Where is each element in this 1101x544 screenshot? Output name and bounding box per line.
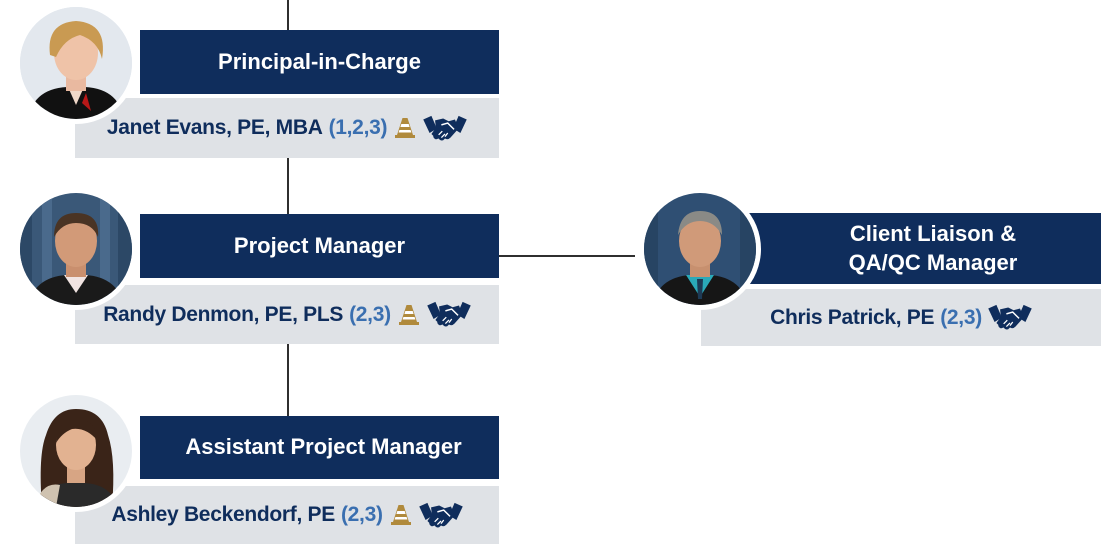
portrait-photo — [644, 193, 756, 305]
qualification-codes: (2,3) — [340, 503, 383, 526]
qualification-codes: (1,2,3) — [328, 116, 388, 139]
person-name: Janet Evans, PE, MBA — [106, 116, 323, 139]
connector-principal-to-pm — [287, 158, 289, 214]
person-name: Randy Denmon, PE, PLS — [103, 302, 344, 326]
traffic-cone-icon — [393, 116, 417, 140]
connector-pm-to-liaison — [499, 255, 635, 257]
role-title-bar: Assistant Project Manager — [140, 416, 499, 479]
connector-top — [287, 0, 289, 30]
name-bar: Ashley Beckendorf, PE (2,3) — [75, 486, 499, 544]
person-name: Chris Patrick, PE — [770, 305, 935, 329]
portrait-photo — [20, 395, 132, 507]
role-title: Client Liaison & QA/QC Manager — [848, 220, 1018, 275]
qualification-codes: (2,3) — [349, 302, 391, 326]
name-bar: Chris Patrick, PE (2,3) — [701, 289, 1101, 346]
role-title-bar: Client Liaison & QA/QC Manager — [745, 213, 1101, 284]
handshake-icon — [988, 303, 1032, 332]
role-title: Project Manager — [233, 232, 406, 258]
traffic-cone-icon — [389, 503, 413, 527]
traffic-cone-icon — [397, 303, 421, 327]
role-title: Assistant Project Manager — [185, 434, 462, 460]
role-title: Principal-in-Charge — [218, 48, 421, 74]
role-title-bar: Project Manager — [140, 214, 499, 278]
qualification-codes: (2,3) — [940, 305, 982, 329]
handshake-icon — [419, 501, 463, 530]
handshake-icon — [427, 300, 471, 329]
avatar — [15, 188, 137, 310]
avatar — [15, 2, 137, 124]
role-title-bar: Principal-in-Charge — [140, 30, 499, 94]
avatar — [639, 188, 761, 310]
name-bar: Randy Denmon, PE, PLS (2,3) — [75, 285, 499, 344]
name-bar: Janet Evans, PE, MBA (1,2,3) — [75, 98, 499, 158]
portrait-photo — [20, 193, 132, 305]
connector-pm-to-apm — [287, 344, 289, 416]
handshake-icon — [423, 114, 467, 143]
avatar — [15, 390, 137, 512]
portrait-photo — [20, 7, 132, 119]
person-name: Ashley Beckendorf, PE — [111, 503, 335, 526]
